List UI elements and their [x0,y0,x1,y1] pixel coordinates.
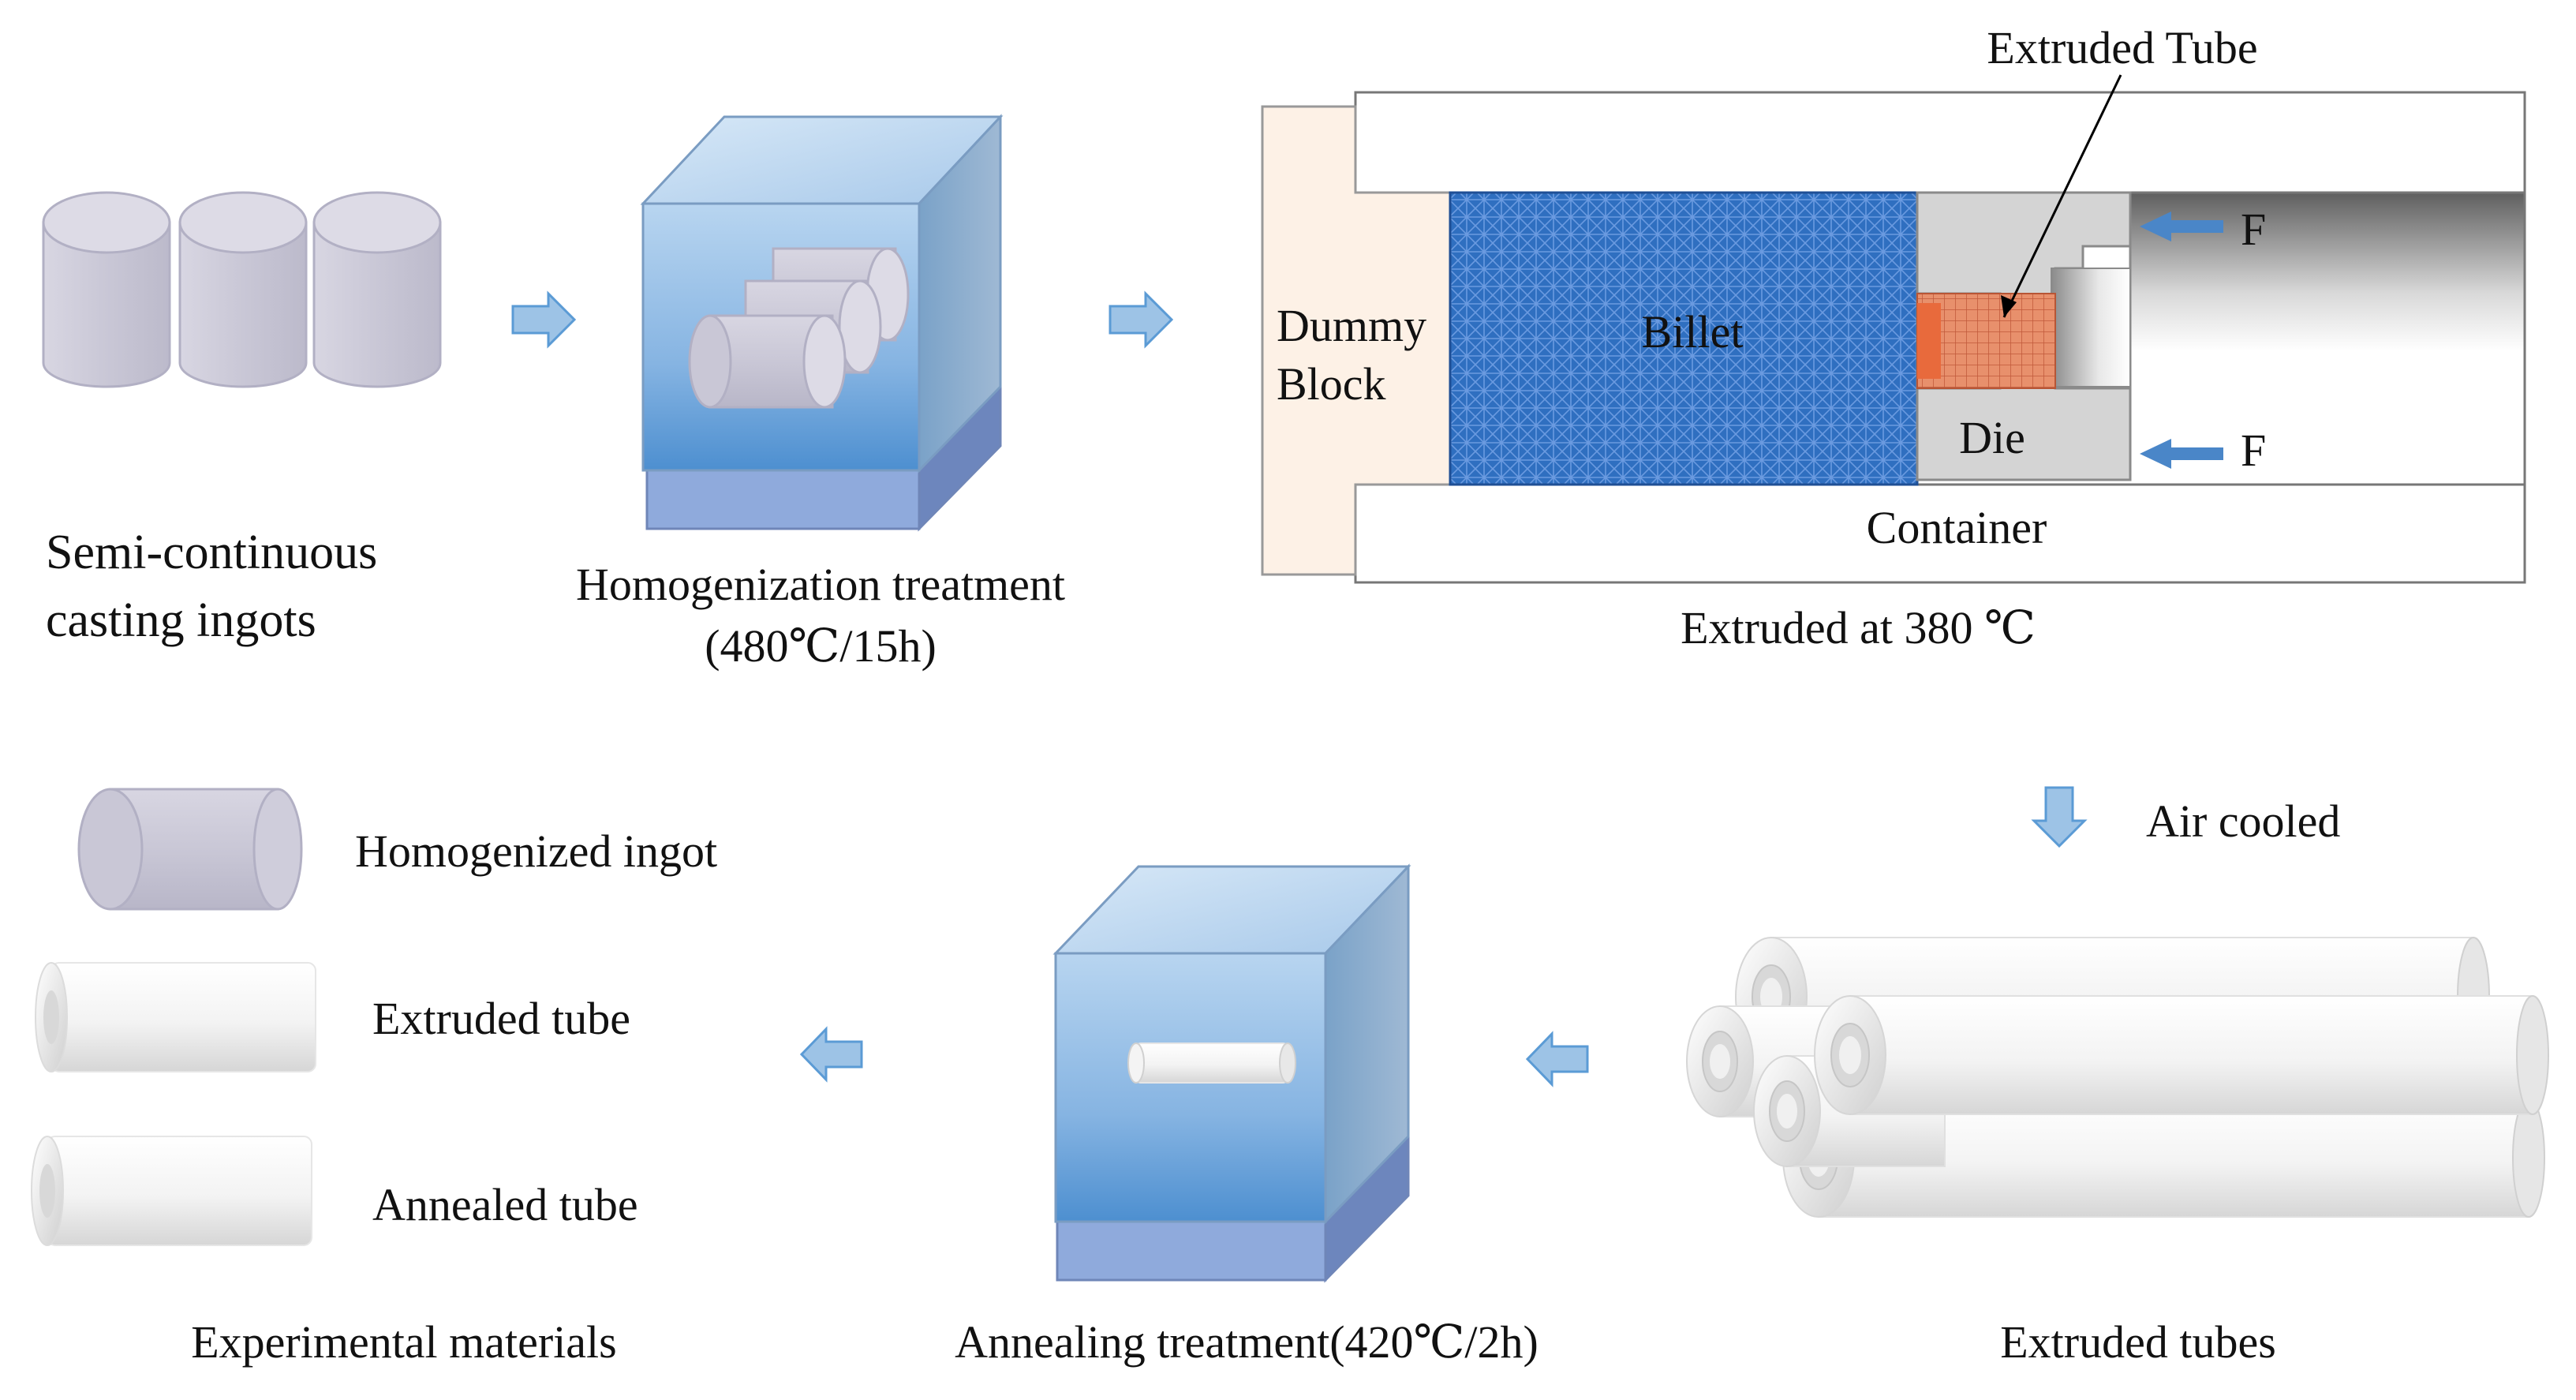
block-arrow-icon [2031,786,2088,848]
tube-icon [35,962,316,1072]
homogenization-furnace: Homogenization treatment (480℃/15h) [576,114,1065,672]
legend-annealed-label: Annealed tube [372,1179,638,1230]
force-bottom-label: F [2241,425,2266,476]
extrusion-schematic: Extruded Tube F F Dummy Block Billet Die… [1261,22,2526,653]
container-label: Container [1867,502,2047,553]
callout-arrowhead-icon [2001,295,2017,317]
tube-icon [1127,1043,1296,1084]
air-cooled-label: Air cooled [2146,795,2340,847]
die-label: Die [1959,412,2025,463]
ingots-label-line2: casting ingots [46,593,316,647]
legend-extruded-label: Extruded tube [372,993,630,1044]
block-arrow-icon [799,1026,863,1083]
dummy-block-label-line1: Dummy [1277,300,1426,351]
experimental-materials-label: Experimental materials [191,1316,617,1368]
extruded-tubes-bundle: Extruded tubes [1686,937,2549,1368]
legend-homogenized-label: Homogenized ingot [355,825,717,877]
callout-line [2002,74,2122,318]
tube-icon [31,1136,312,1246]
block-arrow-icon [1109,290,1174,349]
experimental-materials-legend: Homogenized ingot Extruded tube Annealed… [31,788,717,1368]
cylinder-icon [77,788,303,911]
extruded-tube-callout-label: Extruded Tube [1987,22,2257,73]
homog-label-line1: Homogenization treatment [576,559,1065,610]
exit-channel [2130,193,2525,481]
block-arrow-icon [511,290,577,349]
arrow-left-icon [2140,211,2223,241]
cylinder-icon [688,314,847,409]
force-top-label: F [2241,204,2266,255]
annealing-label: Annealing treatment(420℃/2h) [955,1316,1538,1368]
extruded-tubes-label: Extruded tubes [2000,1316,2276,1368]
homog-label-line2: (480℃/15h) [705,620,937,672]
container-top [1354,91,2526,194]
annealing-furnace: Annealing treatment(420℃/2h) [955,863,1538,1368]
extruded-at-label: Extruded at 380 ℃ [1681,602,2036,653]
furnace-cube-icon [1052,863,1411,1283]
tube-icon [1814,995,2549,1115]
cylinder-icon [178,191,308,388]
block-arrow-icon [1525,1031,1589,1087]
casting-ingots-group: Semi-continuous casting ingots [42,191,442,647]
dummy-block-label-line2: Block [1277,358,1386,410]
cylinder-icon [312,191,442,388]
arrow-left-icon [2140,439,2223,469]
ingots-label-line1: Semi-continuous [46,526,377,579]
container-bottom [1354,483,2526,584]
cylinder-icon [42,191,171,388]
billet [1449,191,1919,486]
billet-label: Billet [1642,306,1744,357]
